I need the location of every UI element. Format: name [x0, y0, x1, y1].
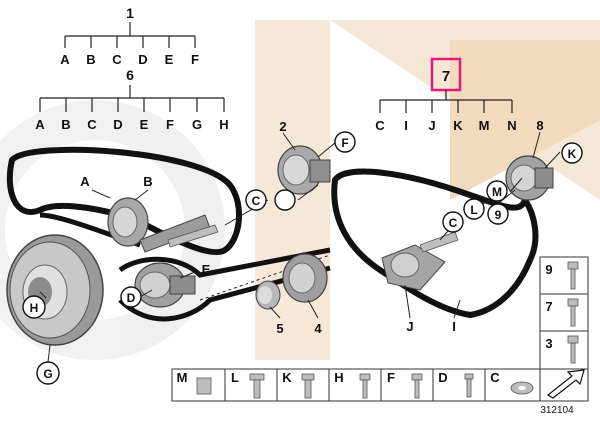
svg-text:9: 9: [495, 208, 502, 222]
right-belt[interactable]: [331, 168, 539, 319]
g7-child-m[interactable]: M: [479, 118, 490, 133]
parts-table-bottom: M L K H F D C: [171, 368, 589, 402]
svg-text:H: H: [30, 301, 39, 315]
screw-icon-3: [567, 335, 579, 364]
callout-h[interactable]: H: [22, 295, 46, 319]
callout-9[interactable]: 9: [487, 203, 509, 225]
callout-m[interactable]: M: [486, 180, 508, 202]
svg-text:F: F: [341, 136, 348, 150]
g7-child-j[interactable]: J: [428, 118, 435, 133]
pulley-part-4[interactable]: [282, 253, 328, 303]
g6-child-d[interactable]: D: [113, 117, 122, 132]
group-1-tree: 1 A B C D E F: [60, 5, 199, 67]
table-label-f[interactable]: F: [387, 370, 395, 385]
idler-pulley[interactable]: [134, 262, 196, 308]
table-label-m[interactable]: M: [177, 370, 188, 385]
table-label-l[interactable]: L: [231, 370, 239, 385]
screw-icon-7: [567, 298, 579, 327]
g6-child-f[interactable]: F: [166, 117, 174, 132]
label-b[interactable]: B: [143, 174, 152, 189]
callout-3[interactable]: [274, 189, 296, 211]
bolt-c-left[interactable]: [167, 224, 219, 248]
label-a[interactable]: A: [80, 174, 90, 189]
g7-child-i[interactable]: I: [404, 118, 408, 133]
g6-child-a[interactable]: A: [35, 117, 45, 132]
g1-child-c[interactable]: C: [112, 52, 122, 67]
sleeve-icon-m: [196, 377, 212, 395]
callout-g[interactable]: G: [36, 361, 60, 385]
main-drive-belt[interactable]: [6, 146, 243, 255]
label-i[interactable]: I: [452, 319, 456, 334]
table-label-3[interactable]: 3: [545, 336, 552, 351]
second-belt[interactable]: [118, 247, 331, 322]
callout-f[interactable]: F: [334, 131, 356, 153]
diagram-id: 312104: [540, 405, 574, 416]
g6-child-h[interactable]: H: [219, 117, 228, 132]
tensioner-unit-j[interactable]: [381, 231, 459, 291]
table-label-9[interactable]: 9: [545, 262, 552, 277]
table-label-k[interactable]: K: [282, 370, 292, 385]
table-label-d[interactable]: D: [438, 370, 447, 385]
parts-table-right: 9 7 3: [539, 256, 589, 370]
pulley-part-2[interactable]: [277, 145, 331, 195]
g1-child-f[interactable]: F: [191, 52, 199, 67]
g1-child-e[interactable]: E: [165, 52, 174, 67]
svg-text:G: G: [43, 367, 52, 381]
g1-child-d[interactable]: D: [138, 52, 147, 67]
callout-d[interactable]: D: [120, 286, 142, 308]
group-7-tree: 7 C I J K M N: [375, 57, 517, 133]
g1-child-a[interactable]: A: [60, 52, 70, 67]
callout-k[interactable]: K: [561, 142, 583, 164]
svg-text:C: C: [449, 216, 458, 230]
group-1-label[interactable]: 1: [126, 5, 134, 21]
right-belt-drive: [331, 155, 554, 319]
label-8[interactable]: 8: [536, 118, 543, 133]
label-2[interactable]: 2: [279, 119, 286, 134]
svg-text:K: K: [568, 147, 577, 161]
table-label-h[interactable]: H: [334, 370, 343, 385]
bolt-icon-f: [411, 373, 423, 399]
bolt-icon-d: [464, 373, 474, 398]
svg-text:C: C: [252, 194, 261, 208]
bolt-icon-k: [301, 373, 315, 399]
callout-c-right[interactable]: C: [442, 211, 464, 233]
g7-child-c[interactable]: C: [375, 118, 385, 133]
g7-child-n[interactable]: N: [507, 118, 516, 133]
label-5[interactable]: 5: [276, 321, 283, 336]
label-e[interactable]: E: [202, 262, 211, 277]
crankshaft-pulley[interactable]: [6, 234, 104, 346]
g6-child-e[interactable]: E: [140, 117, 149, 132]
cap-part-5[interactable]: [255, 280, 281, 310]
label-4[interactable]: 4: [314, 321, 322, 336]
tensioner-pulley[interactable]: [107, 197, 211, 253]
svg-text:M: M: [492, 185, 502, 199]
svg-text:L: L: [470, 203, 477, 217]
screw-icon-9: [567, 261, 579, 290]
group-7-label[interactable]: 7: [442, 68, 450, 85]
bolt-icon-l: [249, 373, 265, 399]
callout-l[interactable]: L: [463, 198, 485, 220]
group-6-label[interactable]: 6: [126, 67, 134, 83]
group-6-tree: 6 A B C D E F G H: [35, 67, 228, 132]
bolt-icon-h: [359, 373, 371, 399]
washer-icon-c: [510, 381, 534, 395]
g6-child-c[interactable]: C: [87, 117, 97, 132]
label-j[interactable]: J: [406, 319, 413, 334]
g1-child-b[interactable]: B: [86, 52, 95, 67]
g6-child-b[interactable]: B: [61, 117, 70, 132]
g7-child-k[interactable]: K: [453, 118, 463, 133]
g6-child-g[interactable]: G: [192, 117, 202, 132]
callout-c-left[interactable]: C: [245, 189, 267, 211]
svg-text:D: D: [127, 291, 136, 305]
table-label-7[interactable]: 7: [545, 299, 552, 314]
callouts: 2 8 A B 3 E 5 4 J I F C D H G: [22, 118, 583, 385]
pulley-part-8[interactable]: [505, 155, 554, 201]
next-page-arrow-icon[interactable]: [546, 369, 585, 399]
table-label-c[interactable]: C: [490, 370, 500, 385]
